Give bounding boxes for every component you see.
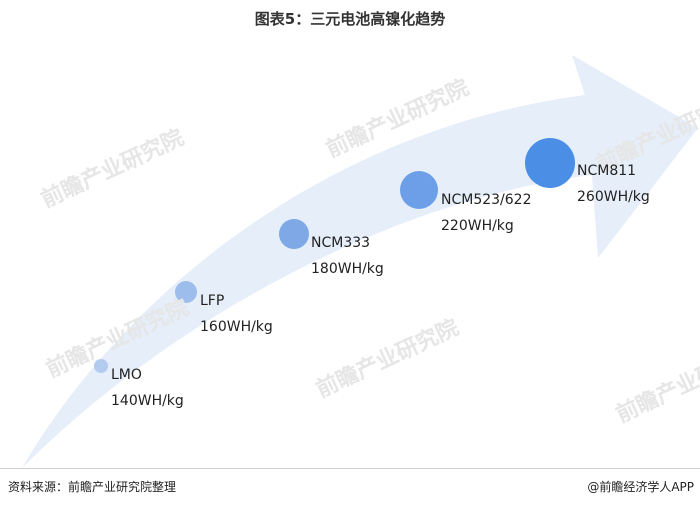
bubble-ncm811 (525, 138, 575, 188)
point-value: 220WH/kg (441, 218, 514, 234)
point-label-ncm811: NCM811 260WH/kg (577, 158, 650, 210)
credit-note: @前瞻经济学人APP (587, 480, 694, 494)
point-name: NCM523/622 (441, 192, 532, 208)
bubble-ncm333 (279, 219, 309, 249)
bubble-lfp (175, 281, 197, 303)
point-label-lmo: LMO 140WH/kg (111, 362, 184, 414)
point-label-lfp: LFP 160WH/kg (200, 288, 273, 340)
bubble-lmo (94, 359, 108, 373)
point-name: LFP (200, 293, 225, 309)
point-value: 180WH/kg (311, 261, 384, 277)
chart-title: 图表5：三元电池高镍化趋势 (254, 10, 446, 28)
point-label-ncm523-622: NCM523/622 220WH/kg (441, 187, 532, 239)
point-name: LMO (111, 367, 142, 383)
source-note: 资料来源：前瞻产业研究院整理 (8, 480, 177, 494)
point-value: 260WH/kg (577, 189, 650, 205)
point-name: NCM811 (577, 163, 637, 179)
point-label-ncm333: NCM333 180WH/kg (311, 230, 384, 282)
footer-divider (0, 468, 700, 469)
bubble-ncm523-622 (400, 171, 438, 209)
point-value: 160WH/kg (200, 319, 273, 335)
point-name: NCM333 (311, 235, 371, 251)
point-value: 140WH/kg (111, 393, 184, 409)
